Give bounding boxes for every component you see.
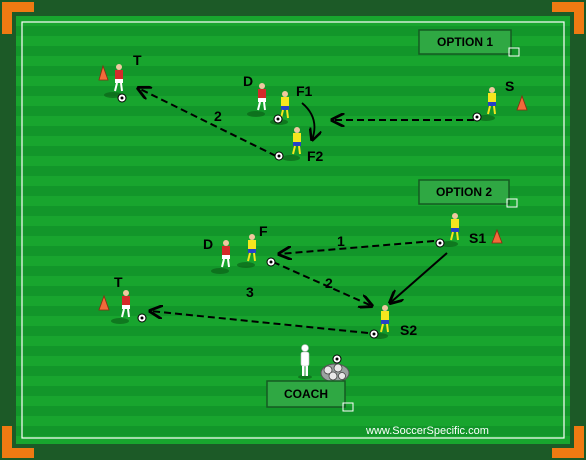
coach-label-box: COACH xyxy=(266,380,354,412)
cone-icon xyxy=(98,294,110,311)
grass-stripe xyxy=(16,306,570,316)
grass-stripe xyxy=(16,436,570,444)
grass-stripe xyxy=(16,346,570,356)
label-t-option1: T xyxy=(133,52,142,68)
grass-stripe xyxy=(16,66,570,76)
player-icon xyxy=(477,87,496,121)
label-d-option2: D xyxy=(203,236,213,252)
grass-stripe xyxy=(16,26,570,36)
grass-stripe xyxy=(16,126,570,136)
corner-marker-br xyxy=(552,426,584,458)
run-arrow-f1-to-f2 xyxy=(301,102,314,140)
corner-marker-bl xyxy=(2,426,34,458)
field-boundary xyxy=(21,21,565,439)
grass-stripe xyxy=(16,166,570,176)
corner-marker-tr xyxy=(552,2,584,34)
grass-stripe xyxy=(16,56,570,66)
grass-stripe xyxy=(16,96,570,106)
grass-stripe xyxy=(16,216,570,226)
ball-icon xyxy=(369,329,379,339)
ball-icon xyxy=(117,93,127,103)
grass-stripe xyxy=(16,416,570,426)
option2-title: OPTION 2 xyxy=(436,185,492,199)
grass-stripe xyxy=(16,256,570,266)
grass-stripe xyxy=(16,356,570,366)
grass-stripe xyxy=(16,266,570,276)
cone-icon xyxy=(516,94,528,111)
grass-stripe xyxy=(16,406,570,416)
cone-icon xyxy=(98,64,109,81)
grass-stripe xyxy=(16,206,570,216)
grass-stripe xyxy=(16,426,570,436)
coach-title: COACH xyxy=(284,387,328,401)
label-d-option1: D xyxy=(243,73,253,89)
pass-number-3: 3 xyxy=(246,284,254,300)
option1-title: OPTION 1 xyxy=(437,35,493,49)
pass-number-1: 1 xyxy=(337,233,345,249)
pitch-stripes xyxy=(16,16,570,444)
grass-stripe xyxy=(16,236,570,246)
grass-stripe xyxy=(16,36,570,46)
grass-stripe xyxy=(16,366,570,376)
label-s2: S2 xyxy=(400,322,417,338)
cone-icon xyxy=(491,228,503,244)
ball-icon xyxy=(266,257,276,267)
label-t-option2: T xyxy=(114,274,123,290)
run-line-s1-to-s2 xyxy=(390,252,448,303)
grass-stripe xyxy=(16,316,570,326)
corner-marker-tl xyxy=(2,2,34,34)
pass-line-f2-to-t xyxy=(138,88,277,157)
watermark-text: www.SoccerSpecific.com xyxy=(365,425,489,437)
grass-stripe xyxy=(16,326,570,336)
pass-number-2: 2 xyxy=(325,275,333,291)
grass-stripe xyxy=(16,116,570,126)
label-s1: S1 xyxy=(469,230,486,246)
label-s: S xyxy=(505,78,514,94)
player-icon xyxy=(247,83,266,117)
ball-icon xyxy=(273,114,283,124)
grass-stripe xyxy=(16,76,570,86)
ball-bag-icon xyxy=(320,354,350,383)
grass-stripe xyxy=(16,296,570,306)
grass-stripe xyxy=(16,336,570,346)
pass-number-option1: 2 xyxy=(214,108,222,124)
label-f1: F1 xyxy=(296,83,313,99)
option1-label-box: OPTION 1 xyxy=(418,29,520,57)
grass-stripe xyxy=(16,106,570,116)
ball-icon xyxy=(137,313,147,323)
grass-stripe xyxy=(16,86,570,96)
grass-stripe xyxy=(16,286,570,296)
grass-stripe xyxy=(16,276,570,286)
ball-icon xyxy=(435,238,445,248)
grass-stripe xyxy=(16,186,570,196)
grass-stripe xyxy=(16,156,570,166)
player-icon xyxy=(440,213,459,247)
grass-stripe xyxy=(16,46,570,56)
pass-line-s1-to-f xyxy=(279,240,435,254)
label-f2: F2 xyxy=(307,148,324,164)
grass-stripe xyxy=(16,196,570,206)
player-icon xyxy=(211,240,230,274)
pass-line-f-to-s2 xyxy=(272,261,372,306)
grass-stripe xyxy=(16,246,570,256)
grass-stripe xyxy=(16,16,570,26)
player-icon xyxy=(104,64,123,98)
option2-label-box: OPTION 2 xyxy=(418,179,518,208)
player-icon xyxy=(237,234,256,268)
coach-icon xyxy=(298,344,312,379)
pass-line-s2-to-t xyxy=(150,311,369,334)
ball-icon xyxy=(472,112,482,122)
grass-stripe xyxy=(16,176,570,186)
grass-stripe xyxy=(16,226,570,236)
ball-icon xyxy=(274,151,284,161)
player-icon xyxy=(282,127,301,161)
player-icon xyxy=(111,290,130,324)
label-f-option2: F xyxy=(259,223,268,239)
